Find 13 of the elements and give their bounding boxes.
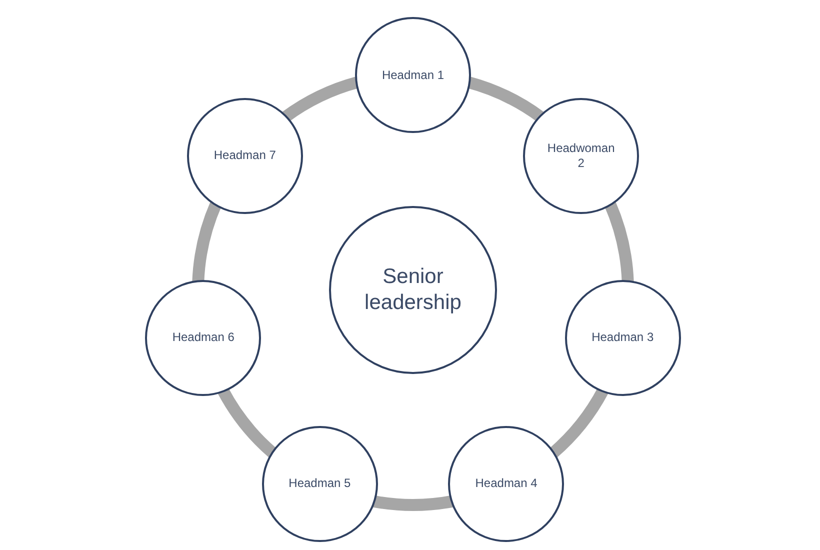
ring-connector xyxy=(192,202,222,283)
node-label: Headman 1 xyxy=(382,68,444,82)
ring-connector xyxy=(372,495,454,511)
node-label: Headman 3 xyxy=(592,330,654,346)
node-label: Senior leadership xyxy=(364,264,462,316)
ring-connector xyxy=(548,387,608,458)
node-label: Headman 7 xyxy=(214,148,276,164)
ring-connector xyxy=(604,202,634,283)
node-label: Headman 5 xyxy=(288,476,351,492)
ring-connector xyxy=(218,387,278,458)
node-label: Headman 6 xyxy=(172,330,234,346)
node-label: Headwoman 2 xyxy=(546,140,616,171)
node-label: Headman 4 xyxy=(475,476,538,492)
